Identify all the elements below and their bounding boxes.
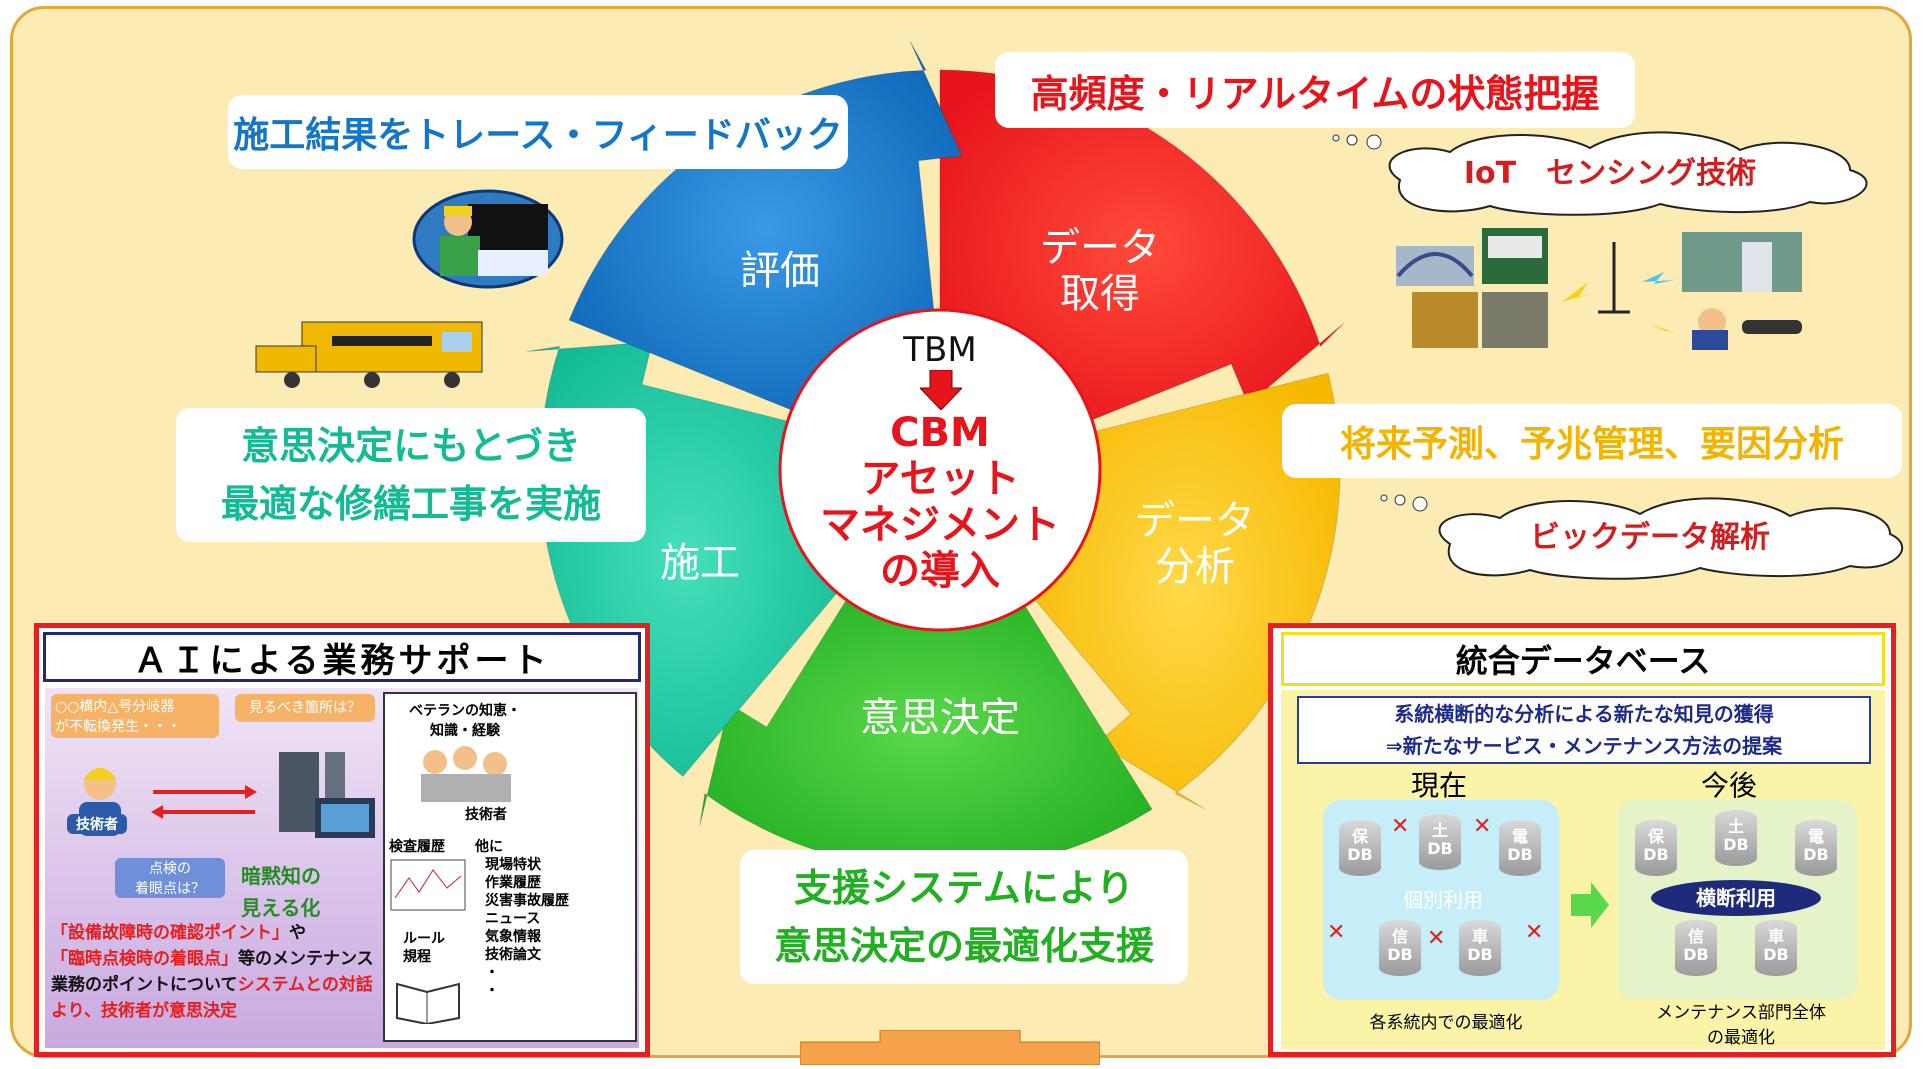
blocked-x-icon: ✕ [1473,814,1492,839]
segment-evaluate: 評価 [740,248,820,294]
ai-panel-body: ○○構内△号分岐器 が不転換発生・・・ 見るべき箇所は？ 技術者 点検の 着眼点… [45,688,639,1048]
integrated-db-panel: 統合データベース 系統横断的な分析による新たな知見の獲得 ⇒新たなサービス・メン… [1268,623,1896,1057]
ai-panel-title-bar: ＡＩによる業務サポート [43,632,641,682]
db-summary-line: 系統横断的な分析による新たな知見の獲得 [1394,702,1774,726]
segment-analyze: データ 分析 [1135,498,1255,590]
support-line: 支援システムにより [793,866,1135,910]
chart-monitor-icon [389,858,469,922]
other-item: 気象情報 [485,929,541,945]
bigdata-cloud [1380,494,1904,580]
segment-construct: 施工 [660,540,740,586]
ai-support-panel: ＡＩによる業務サポート ○○構内△号分岐器 が不転換発生・・・ 見るべき箇所は？… [34,623,650,1057]
db-cylinder: 車 DB [1459,920,1501,976]
db-cylinder: 土 DB [1715,810,1757,866]
bubble-check: 点検の 着眼点は？ [115,858,225,898]
realtime-label: 高頻度・リアルタイムの状態把握 [995,52,1635,128]
other-item: ・ [485,983,499,999]
center-circle [778,308,1102,632]
desc-connector: や [289,923,306,943]
db-panel-body: 系統横断的な分析による新たな知見の獲得 ⇒新たなサービス・メンテナンス方法の提案… [1281,690,1885,1050]
db-summary-line: ⇒新たなサービス・メンテナンス方法の提案 [1385,734,1783,758]
desc-decision: システムとの対話より、技術者が意思決定 [51,975,373,1021]
center-tbm: TBM [903,330,977,370]
desc-point-2: 「臨時点検時の着眼点」 [51,949,238,969]
bubble-failure: ○○構内△号分岐器 が不転換発生・・・ [51,694,219,738]
db-cylinder: 保 DB [1635,820,1677,876]
future-db-group: 保 DB 土 DB 電 DB 信 DB 車 DB 横断利用 [1617,800,1857,1000]
center-text: CBM アセット マネジメント の導入 [800,410,1080,594]
ai-panel-title: ＡＩによる業務サポート [133,640,551,681]
support-line: 意思決定の最適化支援 [773,924,1154,968]
forecast-label: 将来予測、予兆管理、要因分析 [1282,404,1902,478]
repair-label: 意思決定にもとづき 最適な修繕工事を実施 [176,408,646,542]
center-line: CBM [890,410,990,456]
bottom-arrow-icon [799,1029,1101,1069]
repair-line: 最適な修繕工事を実施 [220,482,601,526]
db-cylinder: 車 DB [1755,920,1797,976]
db-cylinder: 信 DB [1675,920,1717,976]
other-item: ニュース [485,911,541,927]
other-item: 現場特状 [485,857,541,873]
blocked-x-icon: ✕ [1327,920,1346,945]
other-list: 現場特状 作業履歴 災害事故履歴 ニュース 気象情報 技術論文 ・ ・ [485,856,569,1000]
bubble-where: 見るべき箇所は？ [235,694,375,722]
now-caption: 各系統内での最適化 [1369,1013,1523,1033]
segment-decide: 意思決定 [860,695,1020,741]
db-summary-box: 系統横断的な分析による新たな知見の獲得 ⇒新たなサービス・メンテナンス方法の提案 [1297,696,1871,764]
veterans-icon [415,742,525,806]
center-line: の導入 [880,548,1000,594]
now-label: 現在 [1411,769,1468,802]
db-cylinder: 保 DB [1339,820,1381,876]
exchange-arrows-icon [149,782,259,826]
book-icon [393,974,463,1028]
desc-point-1: 「設備故障時の確認ポイント」 [51,923,289,943]
maintenance-machine-illustration [255,321,483,388]
down-arrow-icon [918,369,964,414]
repair-line: 意思決定にもとづき [241,424,581,468]
db-cylinder: 信 DB [1379,920,1421,976]
cross-use-label: 横断利用 [1651,880,1821,916]
blocked-x-icon: ✕ [1391,814,1410,839]
other-item: 災害事故履歴 [485,893,569,909]
db-cylinder: 電 DB [1499,820,1541,876]
db-cylinder: 電 DB [1795,820,1837,876]
blocked-x-icon: ✕ [1525,920,1544,945]
db-panel-title-bar: 統合データベース [1281,632,1885,686]
other-item: 技術論文 [485,947,541,963]
center-line: アセット [860,456,1020,502]
future-caption: メンテナンス部門全体 の最適化 [1656,1003,1826,1048]
segment-acquire: データ 取得 [1040,225,1160,317]
history-label: 検査履歴 [389,839,445,855]
worker-tag: 技術者 [67,814,127,834]
blocked-x-icon: ✕ [1427,926,1446,951]
knowledge-box: ベテランの知恵・ 知識・経験 技術者 検査履歴 他に ルール 規程 現場特状 作… [383,692,637,1042]
db-panel-title: 統合データベース [1455,642,1711,680]
other-item: 作業履歴 [485,875,541,891]
veteran-label: ベテランの知恵・ 知識・経験 [409,703,521,739]
server-computer-icon [275,748,385,862]
future-label: 今後 [1701,769,1758,802]
other-item: ・ [485,965,499,981]
iot-equipment-illustration [1396,228,1802,350]
ai-description: 「設備故障時の確認ポイント」や 「臨時点検時の着眼点」等のメンテナンス業務のポイ… [51,920,375,1024]
iot-label: IoT センシング技術 [1463,156,1757,191]
engineer-label: 技術者 [465,807,507,823]
individual-use-label: 個別利用 [1403,888,1483,912]
iot-cloud [1332,131,1868,216]
worker-emblem-illustration [412,189,564,289]
implicit-knowledge: 暗黙知の 見える化 [241,864,321,920]
support-label: 支援システムにより 意思決定の最適化支援 [740,850,1188,984]
trace-label: 施工結果をトレース・フィードバック [228,95,848,169]
transition-arrow-icon [1571,880,1611,934]
bigdata-label: ビックデータ解析 [1530,520,1770,555]
other-label: 他に [475,839,503,855]
center-line: マネジメント [820,502,1060,548]
now-db-group: 保 DB 土 DB 電 DB 信 DB 車 DB 個別利用 ✕ ✕ ✕ ✕ ✕ [1323,800,1559,1000]
rule-label: ルール 規程 [403,931,445,965]
db-cylinder: 土 DB [1419,814,1461,870]
desc-text: 等のメンテナンス業務のポイントについて [51,949,374,995]
